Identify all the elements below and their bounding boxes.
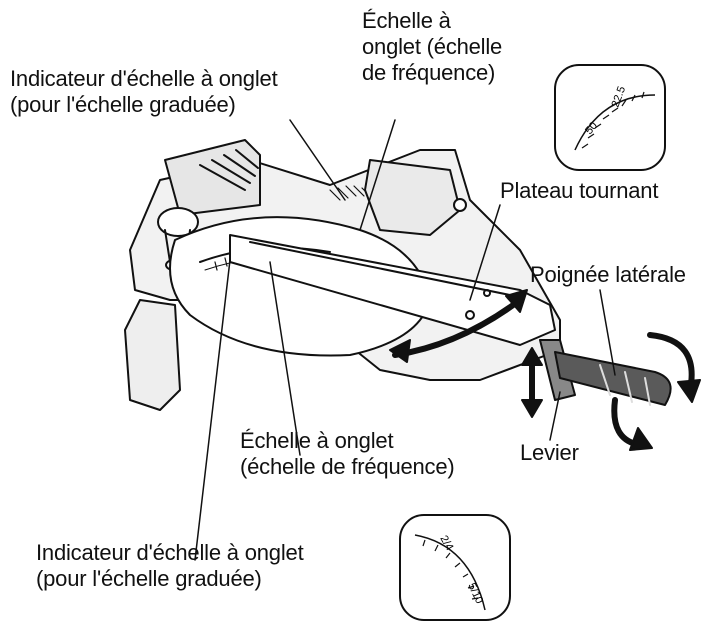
left-support xyxy=(124,299,181,411)
leader-turntable xyxy=(469,204,501,301)
side-handle xyxy=(554,351,672,406)
label-miter-indicator-top: Indicateur d'échelle à onglet (pour l'éc… xyxy=(10,66,278,117)
leader-handle xyxy=(599,289,616,376)
fence-ribs xyxy=(199,149,259,191)
label-miter-scale-bottom: Échelle à onglet (échelle de fréquence) xyxy=(240,428,455,479)
leader-indicator-bottom xyxy=(194,259,231,561)
label-side-handle: Poignée latérale xyxy=(530,262,686,287)
leader-scale-bottom xyxy=(269,261,301,456)
leader-scale-top xyxy=(359,119,396,231)
label-miter-indicator-bottom: Indicateur d'échelle à onglet (pour l'éc… xyxy=(36,540,304,591)
label-turntable: Plateau tournant xyxy=(500,178,659,203)
label-lever: Levier xyxy=(520,440,579,465)
left-knob xyxy=(157,207,199,237)
inset-top-scale xyxy=(554,64,666,171)
inset-bottom-scale xyxy=(399,514,511,621)
turn-arrow xyxy=(392,297,523,358)
label-miter-scale-top: Échelle à onglet (échelle de fréquence) xyxy=(362,8,503,85)
rear-scale-ticks xyxy=(329,185,373,201)
rear-block xyxy=(364,159,461,236)
leader-lever xyxy=(549,391,561,441)
fence xyxy=(164,139,261,216)
leader-indicator-top xyxy=(289,119,346,201)
